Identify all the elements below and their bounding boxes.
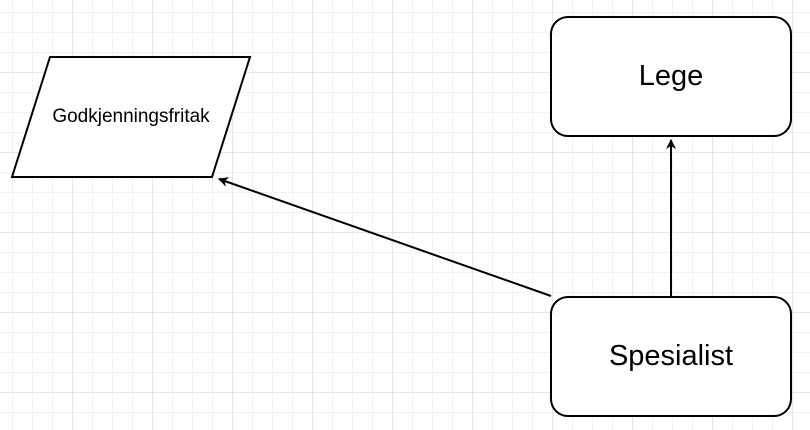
lege-node[interactable]: Lege [550, 16, 792, 137]
edge-spesialist-to-godkjenningsfritak[interactable] [218, 177, 552, 297]
godkjenningsfritak-shape[interactable] [10, 56, 252, 178]
godkjenningsfritak-label: Godkjenningsfritak [52, 106, 210, 127]
spesialist-node[interactable]: Spesialist [550, 296, 792, 417]
spesialist-label: Spesialist [608, 340, 734, 372]
lege-label: Lege [638, 60, 704, 92]
